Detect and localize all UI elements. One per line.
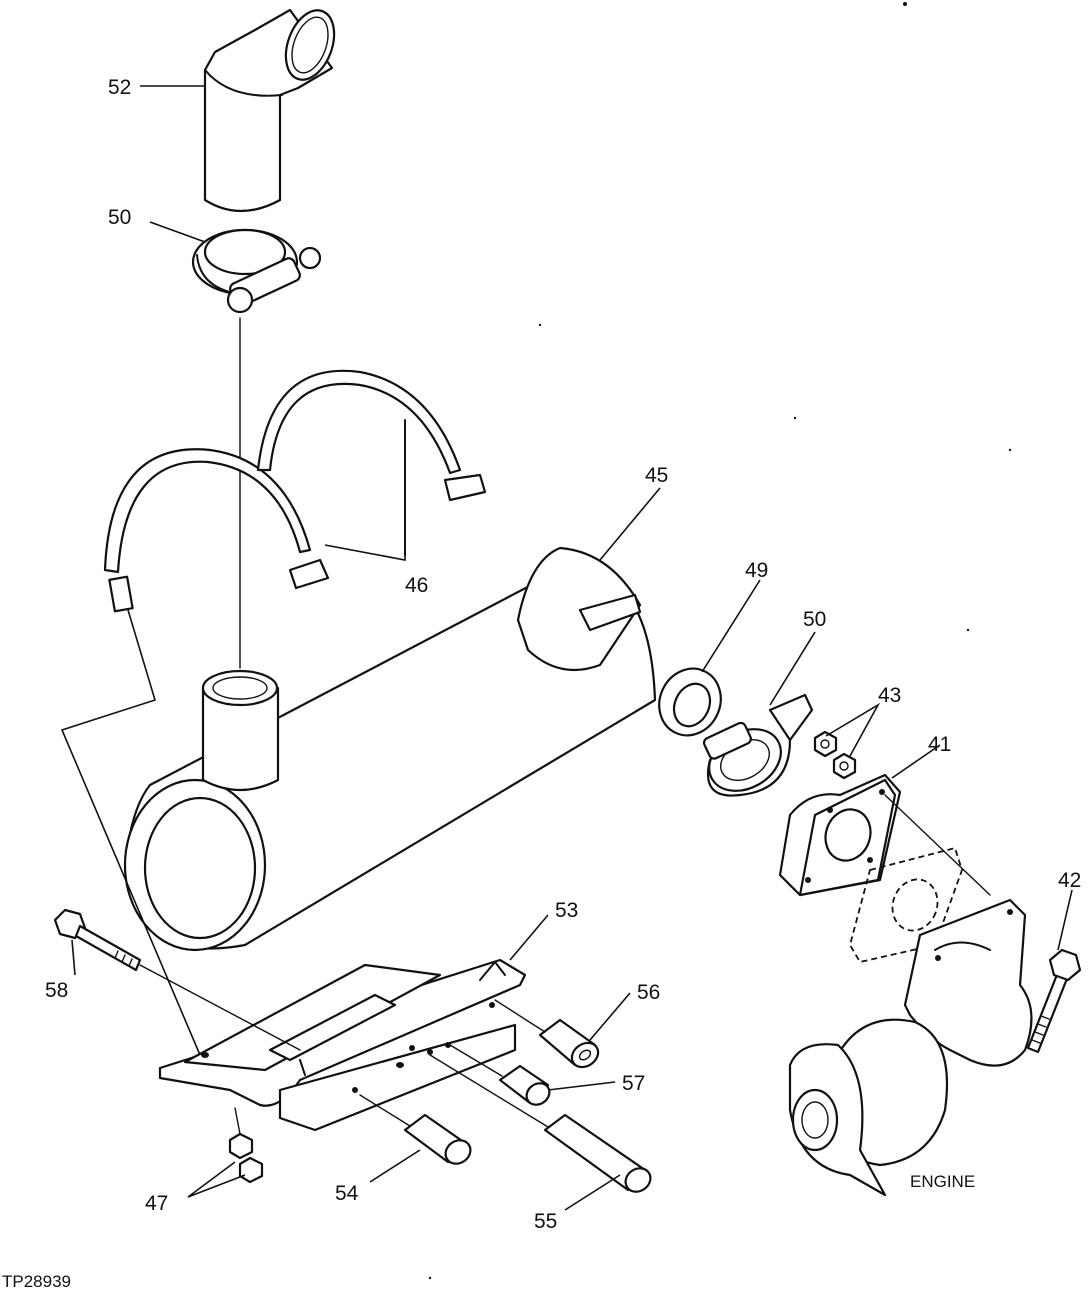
callout-58: 58 <box>45 979 68 1002</box>
part-41-flange <box>778 773 902 897</box>
callout-53: 53 <box>555 899 578 922</box>
callout-41: 41 <box>928 733 951 756</box>
callout-55: 55 <box>534 1210 557 1233</box>
part-54-spacer <box>359 1094 472 1165</box>
part-45-muffler <box>123 546 657 952</box>
part-47-nuts <box>228 1107 264 1184</box>
part-52-exhaust-elbow <box>203 8 336 213</box>
callout-49: 49 <box>745 559 768 582</box>
part-55-long-spacer <box>429 1054 652 1193</box>
callout-50-top: 50 <box>108 206 131 229</box>
callout-50-right: 50 <box>803 608 826 631</box>
callout-57: 57 <box>622 1072 645 1095</box>
callout-46: 46 <box>405 574 428 597</box>
scan-specks <box>428 2 1012 1280</box>
part-49-seal-ring <box>658 667 722 737</box>
leader-strap-to-bracket <box>60 609 201 1056</box>
leader-lines <box>71 85 1073 1211</box>
part-46-muffler-straps <box>103 369 487 613</box>
part-57-spacer <box>449 1044 551 1106</box>
part-58-long-bolt <box>53 908 301 1051</box>
part-43-nuts <box>813 730 857 780</box>
figure-id: TP28939 <box>2 1272 71 1291</box>
callout-54: 54 <box>335 1182 359 1205</box>
callout-52: 52 <box>108 76 131 99</box>
part-50-right-clamp <box>702 693 814 797</box>
part-53-mounting-bracket <box>158 958 527 1132</box>
callout-45: 45 <box>645 464 668 487</box>
part-56-spacer <box>494 999 600 1069</box>
callout-47: 47 <box>145 1192 168 1215</box>
callout-56: 56 <box>637 981 660 1004</box>
engine-label: ENGINE <box>910 1172 975 1191</box>
engine-manifold <box>788 898 1033 1197</box>
part-50-top-clamp <box>191 228 322 314</box>
center-line-flange <box>884 794 991 896</box>
callout-43: 43 <box>878 684 901 707</box>
callout-42: 42 <box>1058 869 1081 892</box>
part-42-bolt <box>1026 948 1082 1054</box>
